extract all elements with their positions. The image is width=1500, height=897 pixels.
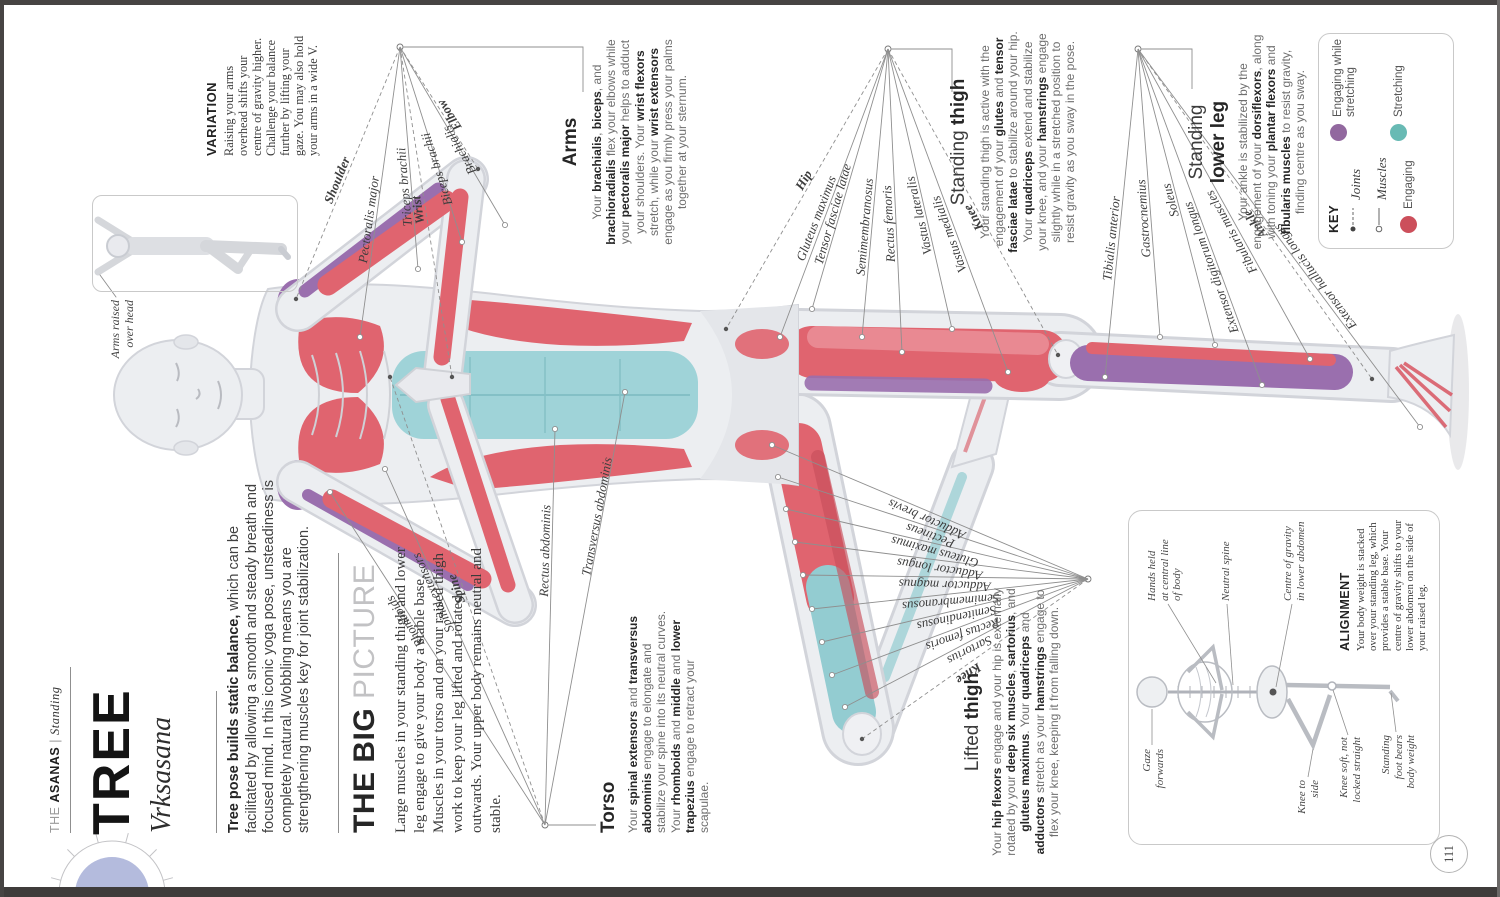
page-number: 111 [1430,835,1468,873]
alignment-skeleton [1136,603,1400,778]
label-tibialis-anterior: Tibialis anterior [1099,195,1123,282]
torso-heading: Torso [598,781,619,833]
standing-thigh-paragraph: Your standing thigh is active with the e… [978,31,1078,253]
ear-right [173,334,199,350]
key-joints-row: Joints [1348,169,1364,233]
key-heading: KEY [1326,204,1341,233]
engaging-dot-icon [1400,216,1417,233]
eye-left [175,408,180,428]
hip-fan-lines [723,45,1061,376]
page-edge-bottom [0,887,1500,897]
label-vastus-lateralis: Vastus lateralis [902,175,935,256]
lifted-knee [842,712,882,756]
standing-lower-leg-paragraph: Your ankle is stabilized by the engageme… [1236,34,1307,250]
label-wrist: Wrist [408,195,427,225]
eye-right [175,362,180,382]
arms-heading: Arms [560,117,581,167]
standing-lower-leg-heading: Standing lower leg [1186,100,1229,184]
variation-heading: VARIATION [204,81,219,156]
arms-paragraph: Your brachialis, biceps, and brachioradi… [590,39,690,245]
variation-figure [94,216,291,298]
ribs [311,350,391,440]
label-rectus-femoris: Rectus femoris [879,185,898,264]
big-picture-paragraph: Large muscles in your standing thigh and… [393,547,504,833]
joint-marker-icon [1350,208,1356,232]
torso-shape [248,279,799,510]
inset-leader-lines [1151,603,1397,778]
calf-purple [1070,345,1353,390]
key-muscles-row: Muscles [1374,157,1390,233]
label-adductor-magnus: Adductor magnus [898,576,992,594]
label-triceps-brachii: Triceps brachii [393,147,415,227]
label-semimembranosus: Semimembranosus [853,178,876,276]
title-rule [216,691,217,833]
engaging-while-stretching-dot-icon [1330,124,1347,141]
alignment-heading: ALIGNMENT [1338,572,1352,651]
leg-fan-lines [1101,45,1424,431]
tibialis-anterior-strip [1086,342,1336,366]
variation-figure-label: Arms raised over head [108,300,136,359]
standing-leg [756,308,1456,439]
running-header-divider: | [48,738,62,743]
page-edge-top [0,0,1500,5]
forearm-left [440,391,516,593]
oblique-left [430,444,692,490]
label-elbow: Elbow [433,97,465,135]
oblique-right [430,300,692,346]
nose [195,388,201,400]
standing-thigh-heading: Standing thigh [948,78,969,206]
stretching-dot-icon [1390,124,1407,141]
head [113,334,265,456]
biceps-left [322,489,492,589]
arms-shape [275,156,537,627]
torso-fan-lines [326,374,629,829]
label-rectus-abdominis: Rectus abdominis [536,505,553,598]
key-engaging-row: Engaging [1400,160,1417,233]
muscle-marker-icon [1375,208,1383,233]
running-header: THE ASANAS | Standing [48,687,63,833]
torso-paragraph: Your spinal extensors and transversus ab… [626,610,712,833]
ear-left [173,440,199,456]
mouth [217,380,222,410]
pectoralis-left [298,397,384,473]
running-header-the: THE [48,806,62,834]
key-stretching-row: Stretching [1390,65,1407,141]
lifted-thigh-paragraph: Your hip flexors engage and your hip is … [990,588,1061,856]
page-title: TREE [83,688,141,835]
page-subtitle: Vrksasana [146,716,177,833]
variation-paragraph: Raising your arms overhead shifts your c… [222,35,320,156]
header-rule [70,667,71,833]
forearm-right [433,188,469,366]
big-picture-heading: THE BIG PICTURE [348,563,381,833]
page-edge-left [0,0,4,897]
intro-paragraph: Tree pose builds static balance, which c… [226,479,312,833]
label-gastrocnemius: Gastrocnemius [1133,179,1153,258]
lifted-fan-lines [768,441,1092,742]
label-shoulder: Shoulder [321,154,354,206]
lifted-thigh-heading: Lifted thigh [962,672,983,772]
lifted-thigh [758,392,895,766]
running-header-asanas: ASANAS [48,746,62,803]
inset-label-neutral-spine: Neutral spine [1220,541,1232,601]
vastus-medialis [994,362,1050,392]
alignment-paragraph: Your body weight is stacked over your st… [1355,519,1429,651]
intro-rule [338,553,339,833]
variation-box [92,195,298,292]
arm-fan-lines [293,43,584,380]
label-soleus: Soleus [1159,182,1182,219]
label-hip: Hip [791,167,815,193]
page-edge-right [1497,0,1500,897]
running-header-section: Standing [48,686,62,735]
